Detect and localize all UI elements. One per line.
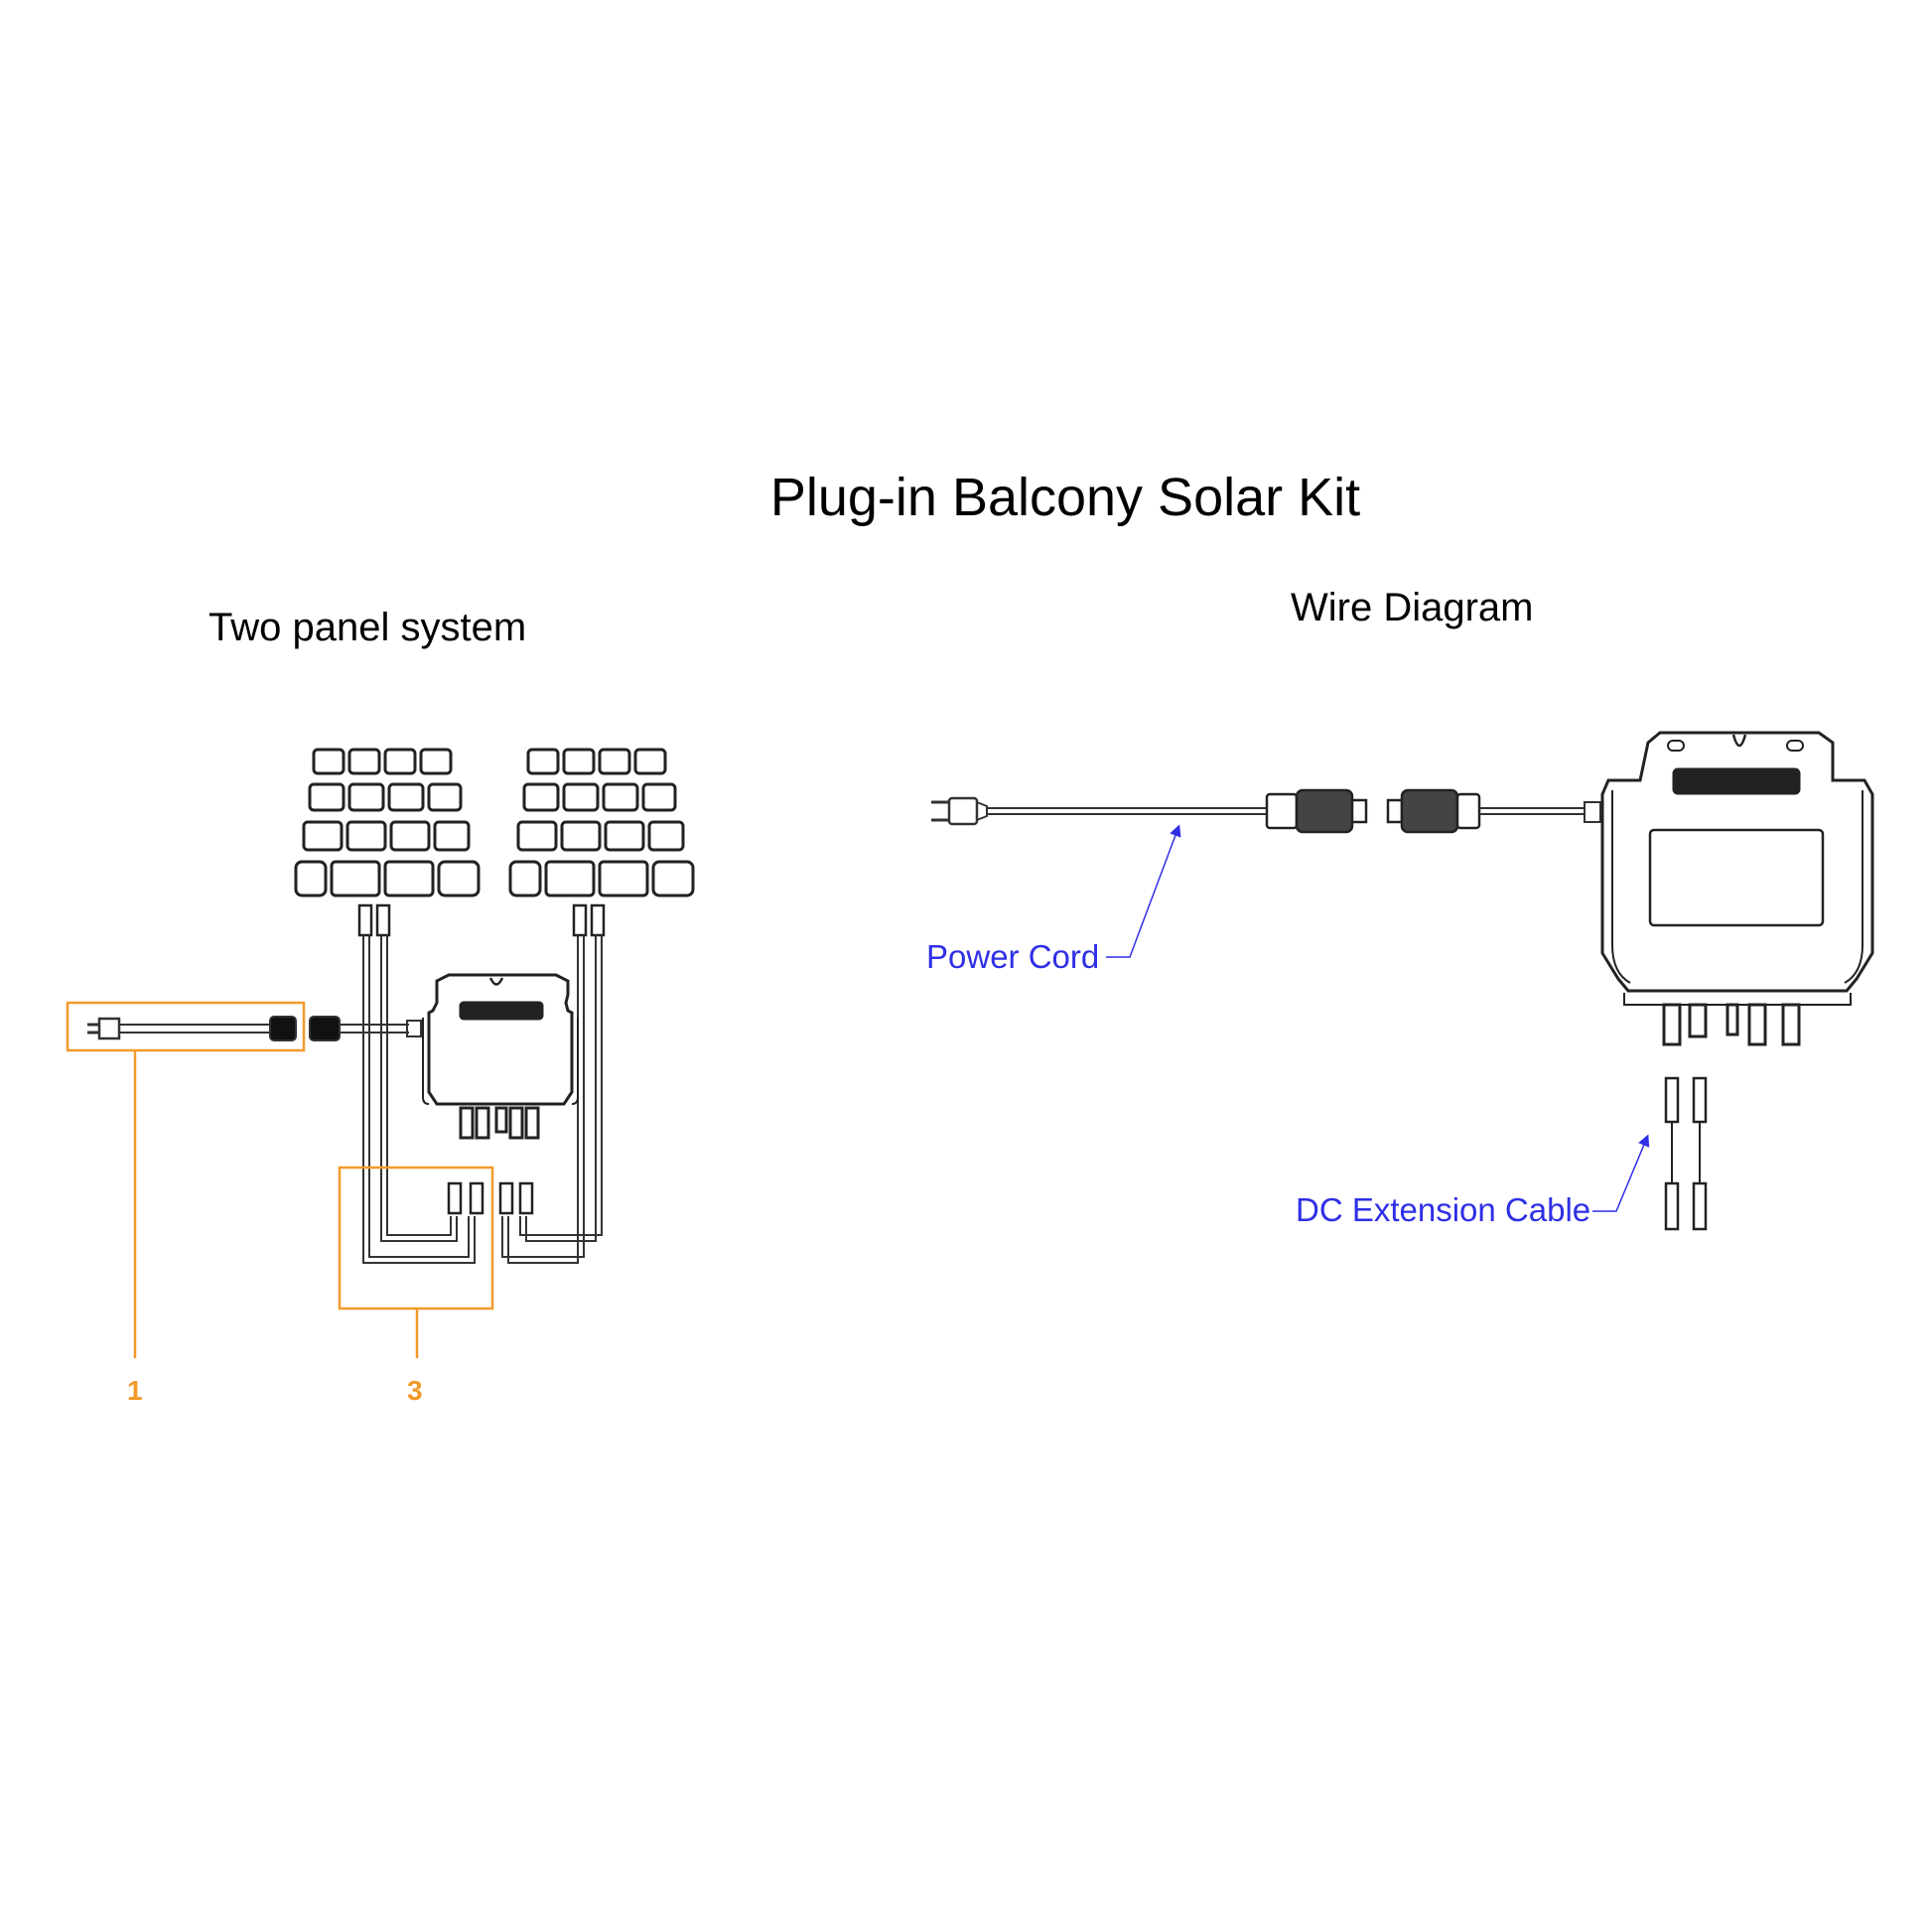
power-cord-plug (931, 796, 1267, 826)
wire-diagram-title: Wire Diagram (1291, 586, 1534, 629)
dc-extension-cable-label: DC Extension Cable (1296, 1191, 1591, 1228)
solar-panel-left (294, 748, 481, 897)
solar-panel-right (508, 748, 695, 897)
callout-label-3: 3 (407, 1375, 423, 1406)
leader-lines (1106, 824, 1650, 1212)
panel-connectors (357, 903, 606, 937)
power-cord-connector-male (1265, 788, 1368, 834)
inverter-left (422, 973, 579, 1140)
dc-extension-cable (1664, 1076, 1708, 1231)
inverter-right (1600, 731, 1874, 1046)
power-cord-label: Power Cord (926, 938, 1100, 975)
inverter-cable (1479, 801, 1601, 823)
ac-cord-left (87, 1016, 422, 1041)
callout-boxes (66, 1001, 494, 1358)
inverter-connector-female (1386, 788, 1481, 834)
callout-label-1: 1 (127, 1375, 143, 1406)
page-title: Plug-in Balcony Solar Kit (769, 468, 1361, 527)
dc-wire-connectors (447, 1181, 534, 1215)
two-panel-title: Two panel system (208, 606, 527, 649)
dc-wires (362, 935, 603, 1264)
